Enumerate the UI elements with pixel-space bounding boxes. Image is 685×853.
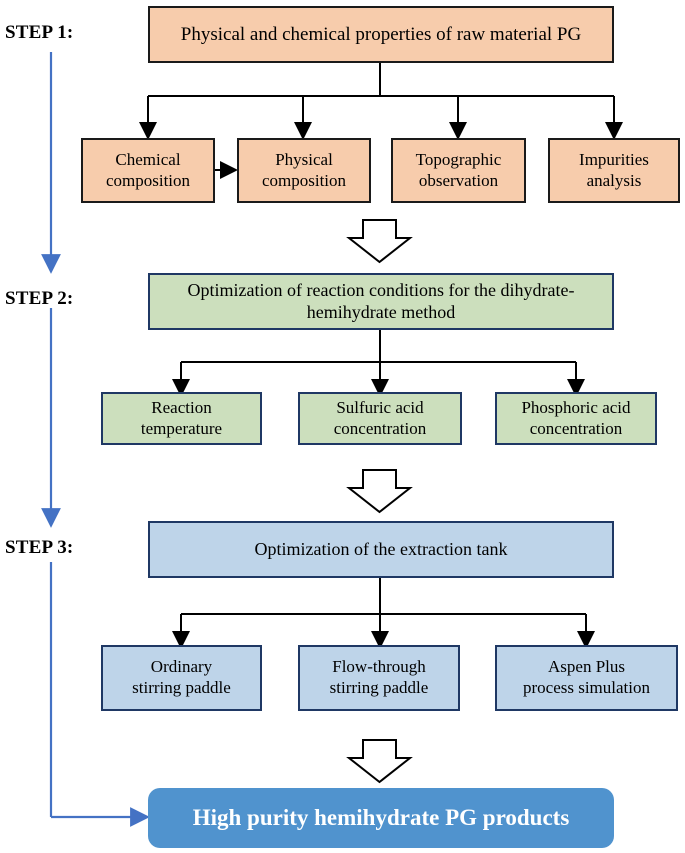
leaf-text: Aspen Plus process simulation xyxy=(523,657,650,698)
leaf-text: Chemical composition xyxy=(106,150,190,191)
leaf-text: Phosphoric acid concentration xyxy=(521,398,630,439)
leaf-line-1: Reaction xyxy=(151,397,212,417)
block-arrow-step3-final xyxy=(346,739,413,784)
step3-leaf-ordinary-stirring-paddle[interactable]: Ordinary stirring paddle xyxy=(101,645,262,711)
leaf-text: Impurities analysis xyxy=(579,150,649,191)
leaf-text: Reaction temperature xyxy=(141,398,222,439)
leaf-line-1: Topographic xyxy=(415,149,502,169)
leaf-line-2: stirring paddle xyxy=(329,678,429,697)
leaf-text: Topographic observation xyxy=(416,150,502,191)
step3-header-text: Optimization of the extraction tank xyxy=(254,538,508,559)
leaf-line-1: Ordinary xyxy=(150,657,213,677)
step-label-3: STEP 3: xyxy=(5,537,74,558)
step3-connectors xyxy=(172,578,595,649)
leaf-line-2: concentration xyxy=(529,418,623,438)
step1-header-text: Physical and chemical properties of raw … xyxy=(180,23,582,45)
leaf-text: Sulfuric acid concentration xyxy=(334,398,427,439)
leaf-line-2: composition xyxy=(105,170,191,190)
block-arrow-step2-step3 xyxy=(346,469,413,514)
leaf-line-2: process simulation xyxy=(522,678,650,697)
leaf-line-1: Chemical xyxy=(115,149,181,169)
step2-leaf-reaction-temperature[interactable]: Reaction temperature xyxy=(101,392,262,445)
step3-leaf-flow-through-stirring-paddle[interactable]: Flow-through stirring paddle xyxy=(298,645,460,711)
final-output-text: High purity hemihydrate PG products xyxy=(192,804,570,830)
leaf-line-2: composition xyxy=(261,170,347,190)
step2-header-line-1: Optimization of reaction conditions for … xyxy=(187,279,575,300)
leaf-text: Ordinary stirring paddle xyxy=(132,657,231,698)
step1-leaf-impurities-analysis[interactable]: Impurities analysis xyxy=(548,138,680,203)
leaf-line-1: Physical xyxy=(275,149,333,169)
step-label-2: STEP 2: xyxy=(5,288,74,309)
step1-connectors xyxy=(139,63,623,179)
final-output-box[interactable]: High purity hemihydrate PG products xyxy=(148,788,614,848)
leaf-text: Physical composition xyxy=(262,150,346,191)
step1-leaf-chemical-composition[interactable]: Chemical composition xyxy=(81,138,215,203)
leaf-line-1: Aspen Plus xyxy=(548,657,625,677)
step1-leaf-physical-composition[interactable]: Physical composition xyxy=(237,138,371,203)
step1-header-box[interactable]: Physical and chemical properties of raw … xyxy=(148,6,614,63)
leaf-line-1: Flow-through xyxy=(332,657,426,677)
step2-header-box[interactable]: Optimization of reaction conditions for … xyxy=(148,273,614,330)
step2-leaf-phosphoric-acid-concentration[interactable]: Phosphoric acid concentration xyxy=(495,392,657,445)
leaf-line-1: Impurities xyxy=(579,149,649,169)
step-label-1: STEP 1: xyxy=(5,22,74,43)
step2-leaf-sulfuric-acid-concentration[interactable]: Sulfuric acid concentration xyxy=(298,392,462,445)
step2-connectors xyxy=(172,330,585,397)
step1-leaf-topographic-observation[interactable]: Topographic observation xyxy=(391,138,526,203)
block-arrow-step1-step2 xyxy=(346,219,413,264)
step2-header-line-2: hemihydrate method xyxy=(306,301,456,322)
leaf-line-1: Phosphoric acid xyxy=(521,397,631,417)
leaf-line-2: concentration xyxy=(333,418,427,438)
leaf-text: Flow-through stirring paddle xyxy=(330,657,429,698)
step3-leaf-aspen-plus-process-simulation[interactable]: Aspen Plus process simulation xyxy=(495,645,678,711)
step2-header-text: Optimization of reaction conditions for … xyxy=(188,280,575,324)
leaf-line-2: analysis xyxy=(586,170,642,190)
leaf-line-1: Sulfuric acid xyxy=(336,397,424,417)
leaf-line-2: temperature xyxy=(140,418,223,438)
leaf-line-2: observation xyxy=(418,170,499,190)
step3-header-box[interactable]: Optimization of the extraction tank xyxy=(148,521,614,578)
leaf-line-2: stirring paddle xyxy=(132,678,231,697)
